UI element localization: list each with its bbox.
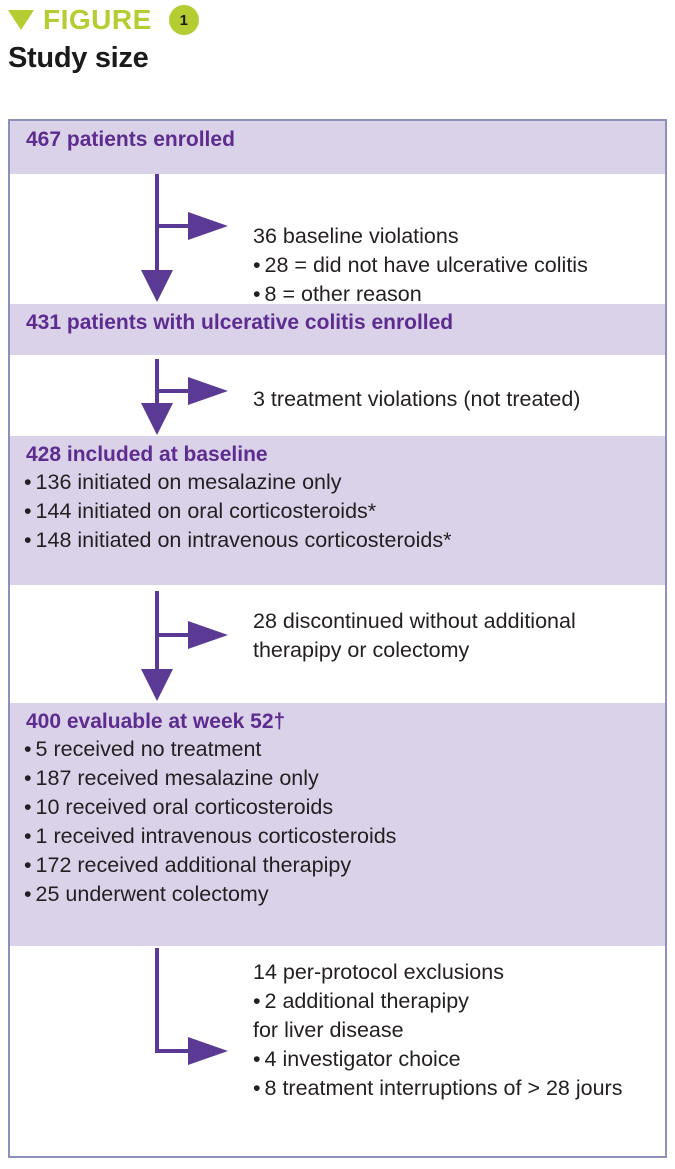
figure-number-badge: 1	[168, 5, 199, 35]
triangle-down-icon	[8, 10, 34, 30]
connector-4-continuation: for liver disease	[253, 1018, 404, 1042]
connector-2-arrow-icon	[141, 359, 228, 435]
flow-node-3-title: 428 included at baseline	[26, 443, 268, 466]
flow-node-3: 428 included at baseline •136 initiated …	[10, 436, 665, 585]
flow-node-4-item-4-text: 1 received intravenous corticosteroids	[35, 824, 397, 848]
connector-1-item-2-text: 8 = other reason	[264, 282, 422, 306]
figure-header: FIGURE 1	[0, 0, 675, 35]
connector-4-item-2-text: 4 investigator choice	[264, 1047, 461, 1071]
flow-node-4-item-2-text: 187 received mesalazine only	[35, 766, 319, 790]
flow-connector-4: 14 per-protocol exclusions •2 additional…	[10, 946, 665, 1140]
page-title: Study size	[8, 42, 149, 74]
connector-4-elbow-arrow-icon	[155, 948, 228, 1065]
flow-connector-1: 36 baseline violations •28 = did not hav…	[10, 174, 665, 306]
flow-node-3-item-1: •136 initiated on mesalazine only	[24, 470, 342, 494]
connector-1-item-2: •8 = other reason	[253, 282, 422, 306]
connector-3-arrow-icon	[141, 591, 228, 701]
connector-1-arrow-icon	[141, 174, 228, 302]
connector-4-item-1-text: 2 additional therapipy	[264, 989, 469, 1013]
flow-connector-2: 3 treatment violations (not treated)	[10, 355, 665, 436]
connector-2-heading: 3 treatment violations (not treated)	[253, 387, 581, 411]
flow-node-2-title: 431 patients with ulcerative colitis enr…	[26, 311, 454, 334]
flow-node-3-item-2-text: 144 initiated on oral corticosteroids*	[35, 499, 377, 523]
flow-node-3-item-3: •148 initiated on intravenous corticoste…	[24, 528, 452, 552]
flow-node-1-title: 467 patients enrolled	[26, 128, 235, 151]
flow-node-4-item-1: •5 received no treatment	[24, 737, 262, 761]
flow-node-4-item-3-text: 10 received oral corticosteroids	[35, 795, 334, 819]
flow-node-4-item-6: •25 underwent colectomy	[24, 882, 269, 906]
flow-node-4-item-4: •1 received intravenous corticosteroids	[24, 824, 397, 848]
connector-4-item-1: •2 additional therapipy	[253, 989, 469, 1013]
flow-node-1: 467 patients enrolled	[10, 121, 665, 174]
connector-3-heading: 28 discontinued without additional	[253, 609, 576, 633]
flow-node-4-item-2: •187 received mesalazine only	[24, 766, 319, 790]
flow-node-4-item-1-text: 5 received no treatment	[35, 737, 262, 761]
flow-node-2: 431 patients with ulcerative colitis enr…	[10, 304, 665, 355]
flow-node-4-item-5: •172 received additional therapipy	[24, 853, 352, 877]
connector-1-heading: 36 baseline violations	[253, 224, 459, 248]
connector-4-item-3-text: 8 treatment interruptions of > 28 jours	[264, 1076, 623, 1100]
flow-node-4: 400 evaluable at week 52† •5 received no…	[10, 703, 665, 946]
connector-3-continuation: therapipy or colectomy	[253, 638, 470, 662]
flow-node-4-item-5-text: 172 received additional therapipy	[35, 853, 352, 877]
flow-node-4-title: 400 evaluable at week 52†	[26, 710, 286, 733]
flow-node-3-item-3-text: 148 initiated on intravenous corticoster…	[35, 528, 452, 552]
connector-1-item-1: •28 = did not have ulcerative colitis	[253, 253, 588, 277]
flow-node-3-item-1-text: 136 initiated on mesalazine only	[35, 470, 342, 494]
figure-label: FIGURE	[43, 4, 152, 35]
flow-node-4-item-6-text: 25 underwent colectomy	[35, 882, 269, 906]
flowchart-frame: 467 patients enrolled 36 baseline violat…	[8, 119, 667, 1158]
flow-node-3-item-2: •144 initiated on oral corticosteroids*	[24, 499, 377, 523]
flow-node-4-item-3: •10 received oral corticosteroids	[24, 795, 334, 819]
connector-4-item-2: •4 investigator choice	[253, 1047, 461, 1071]
connector-4-item-3: •8 treatment interruptions of > 28 jours	[253, 1076, 623, 1100]
connector-4-heading: 14 per-protocol exclusions	[253, 960, 504, 984]
connector-1-item-1-text: 28 = did not have ulcerative colitis	[264, 253, 588, 277]
flow-connector-3: 28 discontinued without additional thera…	[10, 585, 665, 703]
